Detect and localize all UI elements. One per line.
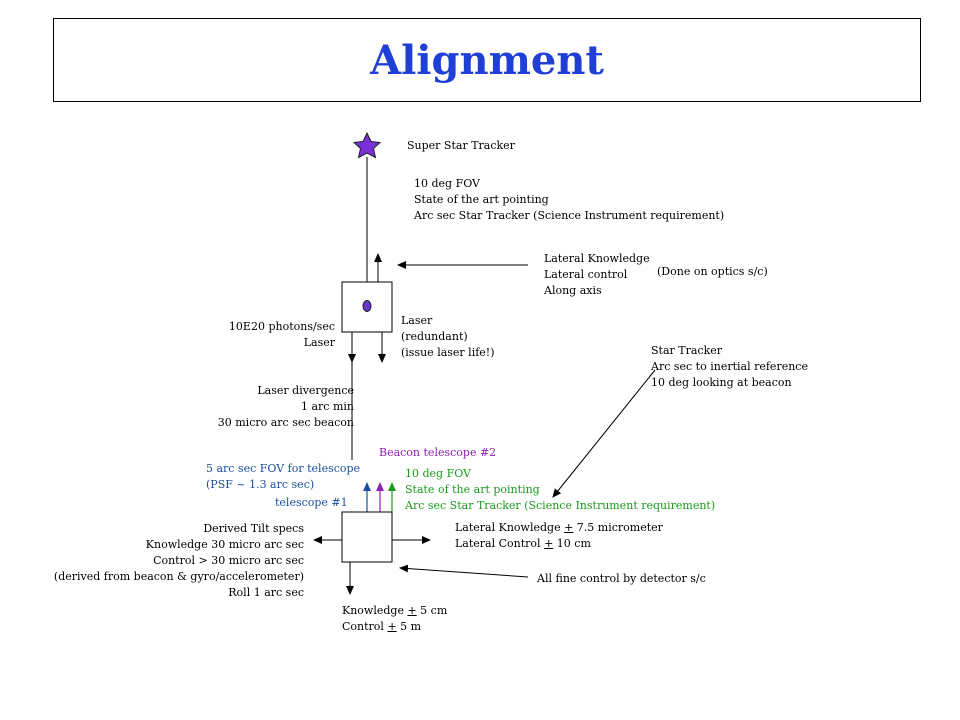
plus-minus-symbol: + — [544, 537, 554, 550]
lateral-top-line-1: Lateral Knowledge — [544, 252, 650, 265]
bottom-fov-line-3: Arc sec Star Tracker (Science Instrument… — [405, 499, 716, 512]
star-icon — [352, 131, 382, 159]
knowledge-value: 5 cm — [416, 604, 448, 617]
star-tracker-line-2: Arc sec to inertial reference — [651, 360, 808, 373]
top-fov-line-3: Arc sec Star Tracker (Science Instrument… — [414, 209, 725, 222]
plus-minus-symbol: + — [564, 521, 574, 534]
photons-line-2: Laser — [303, 336, 335, 349]
plus-minus-symbol: + — [387, 620, 397, 633]
divergence-line-2: 1 arc min — [300, 400, 354, 413]
telescope-fov-line-2: (PSF ~ 1.3 arc sec) — [206, 478, 315, 491]
plus-minus-symbol: + — [407, 604, 417, 617]
tilt-line-4: (derived from beacon & gyro/acceleromete… — [53, 570, 304, 583]
telescope-1-label: telescope #1 — [275, 496, 348, 509]
tilt-line-2: Knowledge 30 micro arc sec — [145, 538, 304, 551]
fine-control-label: All fine control by detector s/c — [537, 572, 706, 585]
knowledge-line-1: Knowledge + 5 cm — [342, 603, 447, 619]
tilt-line-1: Derived Tilt specs — [203, 522, 304, 535]
bottom-fov-block: 10 deg FOV State of the art pointing Arc… — [405, 466, 715, 514]
top-fov-block: 10 deg FOV State of the art pointing Arc… — [414, 176, 724, 224]
control-value: 5 m — [396, 620, 422, 633]
top-fov-line-1: 10 deg FOV — [414, 177, 480, 190]
divergence-line-1: Laser divergence — [257, 384, 354, 397]
optics-note: (Done on optics s/c) — [657, 265, 768, 278]
detector-box — [341, 511, 393, 563]
divergence-block: Laser divergence 1 arc min 30 micro arc … — [160, 383, 354, 431]
page-title: Alignment — [370, 37, 604, 84]
lateral-top-line-3: Along axis — [544, 284, 602, 297]
bottom-fov-line-1: 10 deg FOV — [405, 467, 471, 480]
knowledge-text: Knowledge — [342, 604, 408, 617]
divergence-line-3: 30 micro arc sec beacon — [217, 416, 354, 429]
beacon-telescope-label: Beacon telescope #2 — [379, 446, 497, 459]
lateral-bottom-line-1: Lateral Knowledge + 7.5 micrometer — [455, 520, 663, 536]
lateral-control-text: Lateral Control — [455, 537, 545, 550]
photons-block: 10E20 photons/sec Laser — [180, 319, 335, 351]
control-text: Control — [342, 620, 388, 633]
telescope-fov-block: 5 arc sec FOV for telescope (PSF ~ 1.3 a… — [206, 461, 360, 493]
fine-control-arrow — [399, 564, 529, 578]
photons-line-1: 10E20 photons/sec — [228, 320, 335, 333]
knowledge-line-2: Control + 5 m — [342, 619, 447, 635]
star-tracker-line-3: 10 deg looking at beacon — [651, 376, 792, 389]
laser-redundant-line-2: (redundant) — [401, 330, 468, 343]
star-tracker-block: Star Tracker Arc sec to inertial referen… — [651, 343, 808, 391]
telescope-fov-line-1: 5 arc sec FOV for telescope — [206, 462, 361, 475]
lateral-bottom-line-2: Lateral Control + 10 cm — [455, 536, 663, 552]
laser-redundant-line-3: (issue laser life!) — [401, 346, 495, 359]
star-tracker-arrow — [552, 369, 656, 498]
laser-redundant-block: Laser (redundant) (issue laser life!) — [401, 313, 495, 361]
lateral-top-line-2: Lateral control — [544, 268, 628, 281]
lateral-bottom-block: Lateral Knowledge + 7.5 micrometer Later… — [455, 520, 663, 552]
laser-source-icon — [362, 300, 372, 312]
tilt-line-3: Control > 30 micro arc sec — [153, 554, 304, 567]
lateral-knowledge-text: Lateral Knowledge — [455, 521, 565, 534]
tilt-line-5: Roll 1 arc sec — [228, 586, 304, 599]
lateral-knowledge-value: 7.5 micrometer — [573, 521, 663, 534]
laser-redundant-line-1: Laser — [401, 314, 433, 327]
tilt-specs-block: Derived Tilt specs Knowledge 30 micro ar… — [20, 521, 304, 601]
bottom-fov-line-2: State of the art pointing — [405, 483, 540, 496]
lateral-control-value: 10 cm — [553, 537, 591, 550]
knowledge-bottom-block: Knowledge + 5 cm Control + 5 m — [342, 603, 447, 635]
star-tracker-line-1: Star Tracker — [651, 344, 723, 357]
top-fov-line-2: State of the art pointing — [414, 193, 549, 206]
super-star-tracker-label: Super Star Tracker — [407, 139, 515, 152]
lateral-top-block: Lateral Knowledge Lateral control Along … — [544, 251, 650, 299]
title-box: Alignment — [53, 18, 921, 102]
